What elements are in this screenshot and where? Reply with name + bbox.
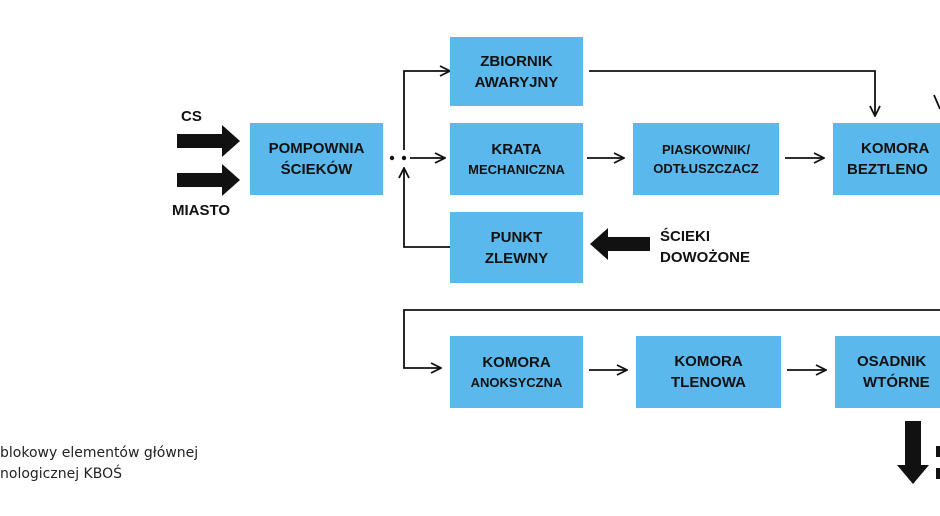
box-line: TLENOWA bbox=[671, 374, 746, 391]
arrow-zbiornik-to-komora-beztlenowa bbox=[589, 70, 875, 116]
caption-line: nologicznej KBOŚ bbox=[0, 466, 122, 482]
box-line: ZBIORNIK bbox=[480, 52, 553, 70]
box-krata-mechaniczna: KRATA MECHANICZNA bbox=[450, 123, 583, 195]
box-komora-tlenowa: KOMORA TLENOWA bbox=[636, 336, 781, 408]
arrow-return-to-komora-anoksyczna bbox=[403, 309, 940, 368]
box-line: MECHANICZNA bbox=[468, 162, 565, 177]
box-line: BEZTLENO bbox=[847, 161, 928, 178]
output-down-arrow bbox=[897, 421, 929, 484]
box-line: POMPOWNIA bbox=[268, 140, 365, 157]
partial-arrow-right-edge bbox=[933, 94, 940, 110]
miasto-label: MIASTO bbox=[172, 202, 231, 219]
box-komora-beztlenowa: KOMORA BEZTLENO bbox=[833, 123, 940, 195]
box-line: ODTŁUSZCZACZ bbox=[653, 161, 759, 176]
caption-line: blokowy elementów głównej bbox=[0, 445, 199, 461]
box-zbiornik-awaryjny: ZBIORNIK AWARYJNY bbox=[450, 37, 583, 106]
box-line: KOMORA bbox=[674, 353, 743, 370]
box-line: ZLEWNY bbox=[484, 249, 549, 267]
box-line: KOMORA bbox=[482, 354, 551, 371]
cs-input-arrow bbox=[177, 125, 240, 157]
partial-mark-right-edge bbox=[936, 446, 940, 457]
arrow-to-zbiornik bbox=[403, 71, 450, 150]
box-line: PUNKT bbox=[490, 228, 543, 246]
box-piaskownik-odtluszczacz: PIASKOWNIK/ ODTŁUSZCZACZ bbox=[633, 123, 779, 195]
box-komora-anoksyczna: KOMORA ANOKSYCZNA bbox=[450, 336, 583, 408]
partial-mark-right-edge bbox=[936, 468, 940, 479]
box-line: PIASKOWNIK/ bbox=[661, 142, 751, 157]
box-line: AWARYJNY bbox=[474, 73, 559, 91]
box-line: OSADNIK bbox=[857, 353, 927, 370]
arrow-punkt-to-junction bbox=[404, 168, 450, 248]
cs-label: CS bbox=[181, 108, 202, 125]
box-pompownia-sciekow: POMPOWNIA ŚCIEKÓW bbox=[250, 123, 383, 195]
scieki-label-line: ŚCIEKI bbox=[660, 228, 711, 245]
box-line: ŚCIEKÓW bbox=[280, 161, 353, 178]
junction-dot bbox=[401, 155, 407, 161]
box-osadnik-wtorny: OSADNIK WTÓRNE bbox=[835, 336, 940, 408]
box-line: WTÓRNE bbox=[863, 374, 930, 391]
box-punkt-zlewny: PUNKT ZLEWNY bbox=[450, 212, 583, 283]
scieki-dowozone-arrow bbox=[590, 228, 650, 260]
figure-caption: blokowy elementów głównej nologicznej KB… bbox=[0, 443, 198, 485]
miasto-input-arrow bbox=[177, 164, 240, 196]
box-line: KOMORA bbox=[861, 140, 930, 157]
box-line: ANOKSYCZNA bbox=[470, 375, 563, 390]
scieki-dowozone-label: ŚCIEKI DOWOŻONE bbox=[660, 226, 750, 268]
junction-dot bbox=[389, 155, 395, 161]
dowozone-label-line: DOWOŻONE bbox=[660, 249, 750, 266]
box-line: KRATA bbox=[491, 141, 542, 158]
